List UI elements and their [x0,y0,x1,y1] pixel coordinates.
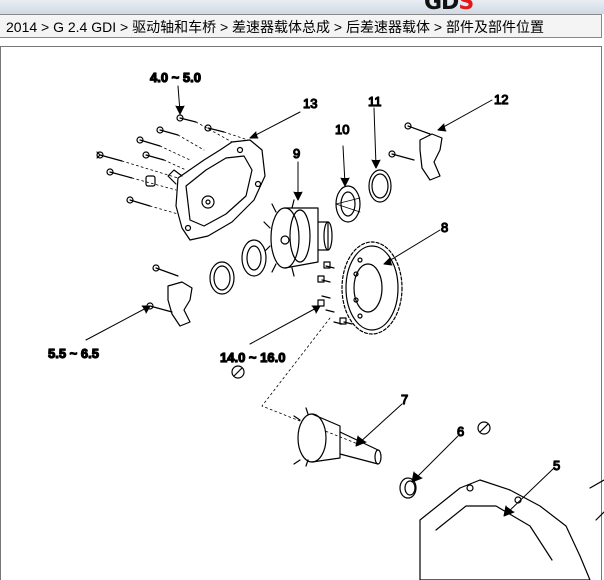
torque-value: 5.5 ~ 6.5 [48,346,99,361]
callout-label: 13 [303,96,317,111]
leader-lines [85,85,555,517]
callout-label: 7 [401,392,408,407]
bearing-races [209,169,392,295]
brand-logo: GDS [424,0,474,14]
ring-gear-8 [317,241,403,335]
callout-label: 6 [457,424,464,439]
cover-bolts [96,114,249,215]
oil-seal-6 [399,477,417,499]
torque-value: 14.0 ~ 16.0 [220,350,285,365]
callout-label: 11 [368,94,382,109]
callout-label: 9 [293,146,300,161]
callout-label: 10 [335,122,349,137]
carrier-cover-13 [167,139,266,241]
drive-pinion-7 [293,407,382,467]
bearing-caps-12 [146,122,443,327]
breadcrumb: 2014 > G 2.4 GDI > 驱动轴和车桥 > 差速器载体总成 > 后差… [0,14,602,38]
carrier-5 [419,479,604,580]
torque-value: 4.0 ~ 5.0 [150,70,201,85]
callout-label: 8 [441,220,448,235]
top-banner: GDS [0,0,604,14]
no-reuse-symbols [231,365,491,435]
callout-label: 5 [553,458,560,473]
differential-case-9 [263,199,333,277]
callout-label: 12 [494,92,508,107]
